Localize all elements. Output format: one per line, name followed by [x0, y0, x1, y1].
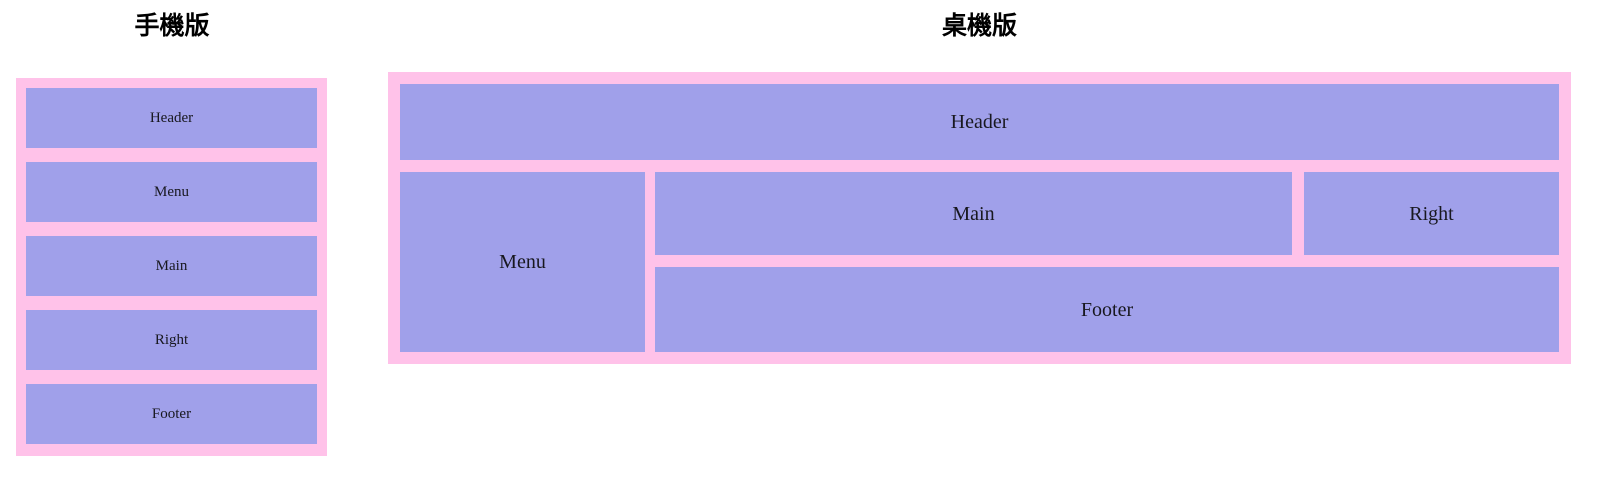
desktop-region-menu: Menu	[400, 172, 645, 352]
mobile-layout-frame: Header Menu Main Right Footer	[16, 78, 327, 456]
desktop-layout-title: 桌機版	[941, 12, 1017, 40]
mobile-region-menu-label: Menu	[154, 183, 189, 200]
desktop-region-footer: Footer	[655, 267, 1559, 352]
mobile-layout-title: 手機版	[134, 12, 210, 40]
desktop-region-main: Main	[655, 172, 1292, 255]
mobile-region-main: Main	[26, 236, 317, 296]
desktop-layout-frame: Header Menu Main Right Footer	[388, 72, 1571, 364]
desktop-region-main-label: Main	[952, 202, 995, 225]
desktop-region-footer-label: Footer	[1080, 298, 1134, 321]
mobile-region-right-label: Right	[154, 331, 189, 348]
mobile-region-main-label: Main	[155, 257, 188, 274]
mobile-region-menu: Menu	[26, 162, 317, 222]
desktop-region-header: Header	[400, 84, 1559, 160]
mobile-region-right: Right	[26, 310, 317, 370]
mobile-region-footer-label: Footer	[151, 405, 192, 422]
mobile-region-header: Header	[26, 88, 317, 148]
desktop-region-right-label: Right	[1409, 202, 1454, 225]
desktop-region-right: Right	[1304, 172, 1559, 255]
mobile-region-footer: Footer	[26, 384, 317, 444]
mobile-region-header-label: Header	[149, 109, 194, 126]
desktop-region-menu-label: Menu	[499, 251, 546, 273]
desktop-region-header-label: Header	[950, 111, 1009, 133]
